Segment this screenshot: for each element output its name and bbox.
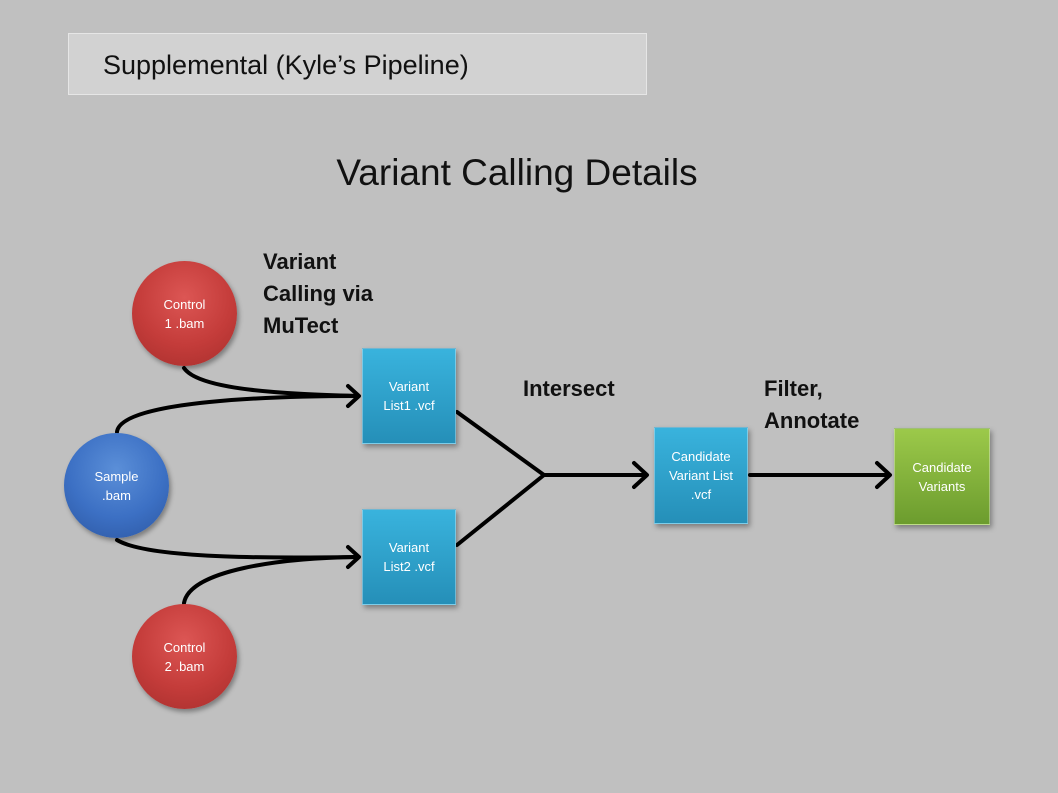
node-candidate-variants: Candidate Variants	[894, 428, 990, 525]
step-label-line: Calling via	[263, 281, 374, 306]
arrowhead-candidate-list	[632, 461, 649, 489]
page-title: Supplemental (Kyle’s Pipeline)	[103, 50, 469, 80]
arrowhead-list2	[346, 545, 361, 569]
node-label-line: List2 .vcf	[383, 559, 435, 574]
node-label-line: 2 .bam	[164, 658, 205, 674]
node-label-line: Candidate	[671, 449, 731, 464]
step-label-line: Annotate	[764, 408, 860, 433]
edge-control2-to-list2	[182, 555, 360, 605]
step-label-filter-annotate: Filter, Annotate	[764, 373, 859, 437]
node-sample-bam: Sample .bam	[64, 433, 169, 538]
arrowhead-list1	[346, 384, 361, 408]
node-control2-bam: Control 2 .bam	[132, 604, 237, 709]
node-label-line: Variant	[388, 540, 430, 555]
step-label-intersect: Intersect	[523, 376, 615, 401]
node-label-line: Candidate	[912, 459, 972, 475]
node-label-line: Variants	[918, 478, 966, 494]
edge-list2-to-merge	[455, 473, 546, 547]
node-label-line: .bam	[102, 487, 131, 503]
node-label-line: List1 .vcf	[383, 398, 435, 413]
node-label-line: Sample	[94, 468, 139, 484]
node-variant-list1-vcf: Variant List1 .vcf	[362, 348, 456, 444]
node-label-line: 1 .bam	[164, 315, 205, 331]
edge-sample-to-list2	[115, 538, 360, 560]
node-label-line: .vcf	[690, 487, 712, 502]
header-box: Supplemental (Kyle’s Pipeline)	[68, 33, 647, 95]
node-candidate-variant-list-vcf: Candidate Variant List .vcf	[654, 427, 748, 524]
step-label-line: MuTect	[263, 313, 339, 338]
node-label-line: Variant List	[668, 468, 734, 483]
diagram-title: Variant Calling Details	[336, 152, 698, 193]
node-control1-bam: Control 1 .bam	[132, 261, 237, 366]
step-label-variant-calling: Variant Calling via MuTect	[263, 246, 373, 342]
arrowhead-candidate-variants	[875, 461, 892, 489]
node-label-line: Control	[163, 296, 206, 312]
edge-list1-to-merge	[455, 410, 546, 477]
node-label-line: Control	[163, 639, 206, 655]
node-label-line: Variant	[388, 379, 430, 394]
node-variant-list2-vcf: Variant List2 .vcf	[362, 509, 456, 605]
step-label-line: Variant	[263, 249, 337, 274]
step-label-line: Filter,	[764, 376, 823, 401]
edge-sample-to-list1	[115, 394, 360, 434]
edge-control1-to-list1	[182, 366, 360, 398]
